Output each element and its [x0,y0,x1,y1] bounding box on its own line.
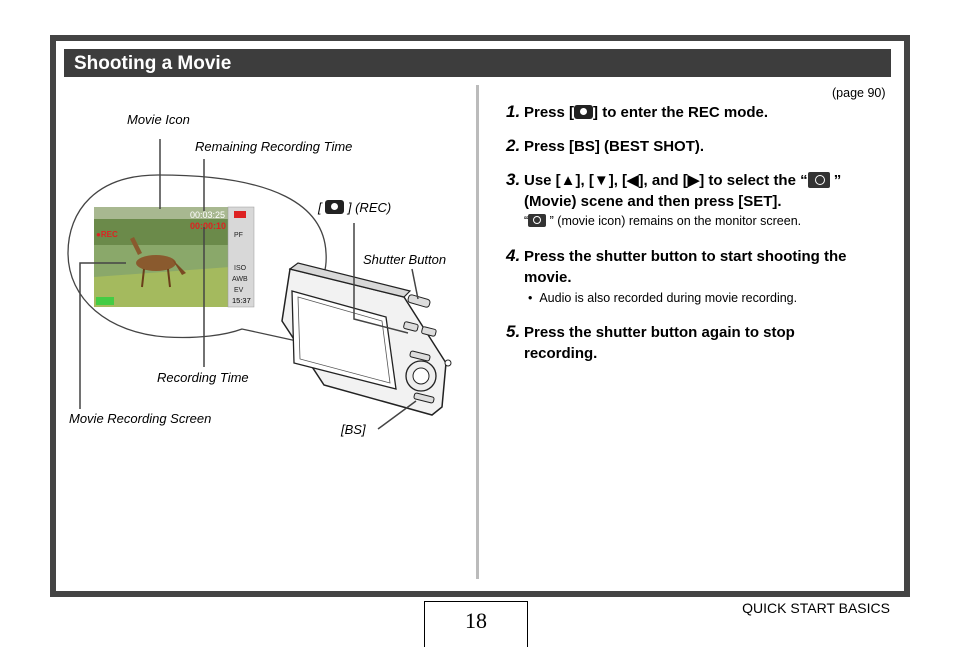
page-number-box: 18 [424,601,528,647]
content-frame: Shooting a Movie 00:03:25 00:00:10 ●REC … [50,35,910,597]
clock-readout: 15:37 [232,296,251,305]
label-remaining-time: Remaining Recording Time [195,139,353,154]
label-bs-button: [BS] [341,422,366,437]
step-1-text-pre: Press [ [524,104,575,121]
camera-icon [325,200,345,214]
step-1-text-post: ] to enter the REC mode. [593,104,769,121]
camera-icon [574,105,594,119]
movie-scene-icon [807,172,830,188]
label-recording-time: Recording Time [157,370,249,385]
label-rec-button: [ ] (REC) [318,200,391,215]
camera-body [281,262,452,416]
camera-illustration: 00:03:25 00:00:10 ●REC PF ISO AWB EV 15:… [67,139,452,430]
page-reference: (page 90) [832,86,886,100]
step-3-note: “ ” (movie icon) remains on the monitor … [524,214,801,228]
step-5-number: 5. [506,322,521,341]
label-shutter-button: Shutter Button [363,252,447,267]
step-4-note: • Audio is also recorded during movie re… [528,291,798,305]
monitor-screen [94,206,255,308]
elapsed-time-readout: 00:00:10 [190,221,226,231]
step-3-note-pre: “ [524,214,529,228]
title-bar: Shooting a Movie [64,49,891,77]
page-number: 18 [465,608,487,633]
step-3-line1-pre: Use [▲], [▼], [◀], and [▶] to select the… [524,172,808,189]
step-2-text: Press [BS] (BEST SHOT). [524,138,705,155]
section-name: QUICK START BASICS [742,600,890,616]
label-movie-recording-screen: Movie Recording Screen [69,411,212,426]
step-3-line1-post: ” [829,172,842,189]
step-4-note-text: Audio is also recorded during movie reco… [539,291,798,305]
step-1-number: 1. [506,102,521,121]
side-icon-pf: PF [234,232,243,239]
side-icon-ev: EV [234,287,244,294]
step-3-line2: (Movie) scene and then press [SET]. [524,193,782,210]
side-icon-iso: ISO [234,265,247,272]
step-3-note-post: ” (movie icon) remains on the monitor sc… [546,214,802,228]
step-1-text: Press [ ] to enter the REC mode. [524,102,768,123]
rec-label-suffix: ] (REC) [347,200,392,215]
rec-indicator: ●REC [96,230,118,239]
label-movie-icon: Movie Icon [127,112,190,127]
side-icon-awb: AWB [232,276,248,283]
step-2-number: 2. [506,136,521,155]
rec-label-prefix: [ [318,200,322,215]
column-divider [476,85,479,579]
step-4-number: 4. [506,246,521,265]
movie-scene-icon [528,214,547,227]
remaining-time-readout: 00:03:25 [190,210,225,220]
step-3-text: Use [▲], [▼], [◀], and [▶] to select the… [524,170,841,212]
step-3-number: 3. [506,170,521,189]
step-4-text: Press the shutter button to start shooti… [524,248,847,286]
step-5-text: Press the shutter button again to stop r… [524,324,795,362]
page-title: Shooting a Movie [74,53,232,74]
